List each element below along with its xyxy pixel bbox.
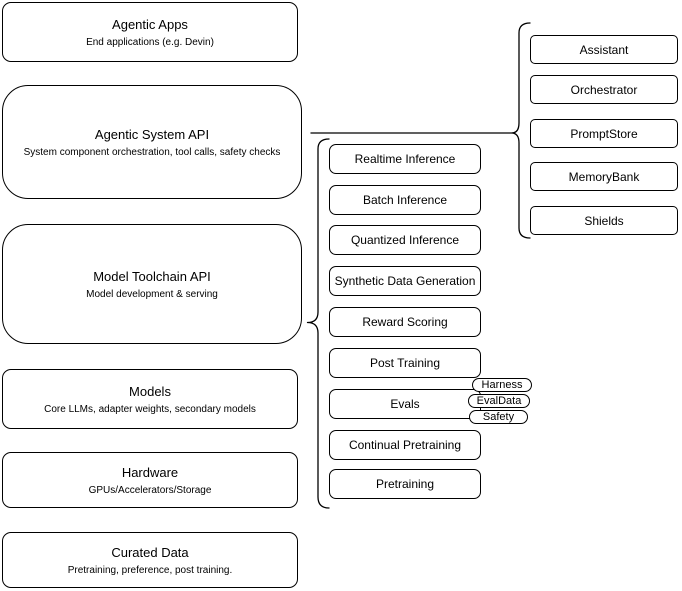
node-subtitle: Pretraining, preference, post training. <box>67 564 233 576</box>
node-subtitle: GPUs/Accelerators/Storage <box>88 484 212 496</box>
node-continual-pretraining: Continual Pretraining <box>329 430 481 460</box>
brace-system-components-group <box>510 22 531 239</box>
node-pretraining: Pretraining <box>329 469 481 499</box>
node-batch-inference: Batch Inference <box>329 185 481 215</box>
node-memorybank: MemoryBank <box>530 162 678 191</box>
node-orchestrator: Orchestrator <box>530 75 678 104</box>
brace-toolchain-group <box>306 138 330 509</box>
node-title: Curated Data <box>111 544 189 560</box>
node-realtime-inference: Realtime Inference <box>329 144 481 174</box>
node-post-training: Post Training <box>329 348 481 378</box>
tag-safety: Safety <box>469 410 528 424</box>
node-agentic-system-api: Agentic System API System component orch… <box>2 85 302 199</box>
node-title: Models <box>129 383 171 399</box>
node-subtitle: End applications (e.g. Devin) <box>86 36 214 48</box>
node-title: Hardware <box>121 464 179 480</box>
node-title: Model Toolchain API <box>93 268 211 284</box>
node-title: Agentic System API <box>94 126 210 142</box>
node-title: Agentic Apps <box>112 16 188 32</box>
node-shields: Shields <box>530 206 678 235</box>
tag-harness: Harness <box>472 378 532 392</box>
node-subtitle: Core LLMs, adapter weights, secondary mo… <box>44 403 256 415</box>
node-assistant: Assistant <box>530 35 678 64</box>
node-agentic-apps: Agentic Apps End applications (e.g. Devi… <box>2 2 298 62</box>
node-promptstore: PromptStore <box>530 119 678 148</box>
node-hardware: Hardware GPUs/Accelerators/Storage <box>2 452 298 508</box>
node-subtitle: System component orchestration, tool cal… <box>23 146 281 158</box>
node-evals: Evals <box>329 389 481 419</box>
node-quantized-inference: Quantized Inference <box>329 225 481 255</box>
node-models: Models Core LLMs, adapter weights, secon… <box>2 369 298 429</box>
node-synthetic-data-generation: Synthetic Data Generation <box>329 266 481 296</box>
tag-evaldata: EvalData <box>468 394 530 408</box>
node-subtitle: Model development & serving <box>86 288 218 300</box>
node-model-toolchain-api: Model Toolchain API Model development & … <box>2 224 302 344</box>
node-curated-data: Curated Data Pretraining, preference, po… <box>2 532 298 588</box>
node-reward-scoring: Reward Scoring <box>329 307 481 337</box>
